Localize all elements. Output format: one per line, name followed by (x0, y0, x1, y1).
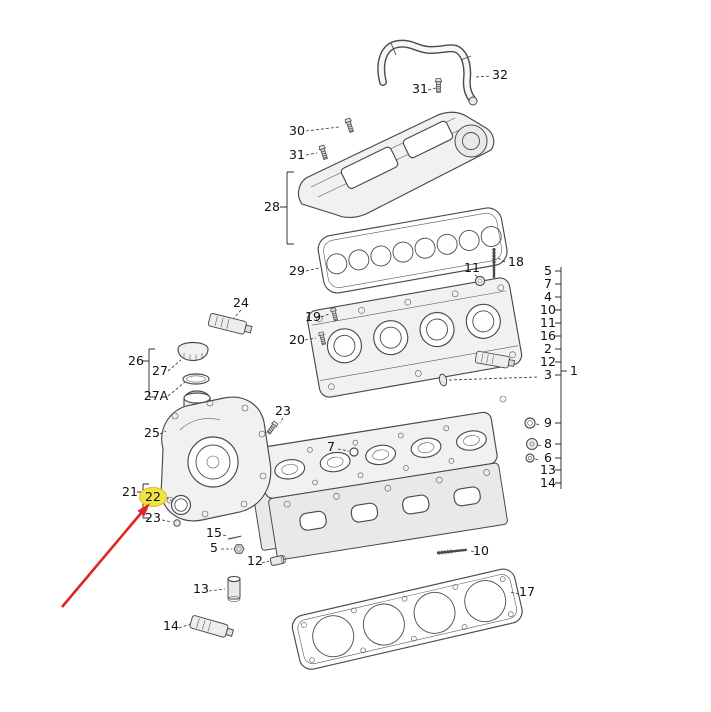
breather-hose (377, 39, 478, 106)
part-label-9[interactable]: 9 (544, 415, 552, 430)
part-label-13b[interactable]: 13 (193, 581, 209, 596)
cap-8-icon (526, 438, 538, 450)
cap-seal-27A (182, 373, 210, 385)
part-label-29[interactable]: 29 (289, 263, 305, 278)
part-label-31-top[interactable]: 31 (412, 81, 428, 96)
dowel-sleeve-icon (349, 447, 359, 457)
brackets (137, 171, 567, 519)
part-label-16[interactable]: 16 (540, 328, 556, 343)
part-label-18[interactable]: 18 (508, 254, 524, 269)
cylinder-head (248, 411, 508, 561)
part-label-14r[interactable]: 14 (540, 475, 556, 490)
part-label-21[interactable]: 21 (122, 484, 138, 499)
leader-lines (159, 75, 543, 629)
part-label-27A[interactable]: 27A (144, 388, 169, 403)
sealant-tube-24 (207, 312, 254, 337)
pointer-arrow (61, 503, 150, 608)
part-label-11-top[interactable]: 11 (464, 260, 480, 275)
valve-cover-gasket (317, 207, 508, 294)
part-label-22-highlighted[interactable]: 22 (145, 489, 161, 504)
ring-6-icon (525, 453, 535, 463)
part-label-12b[interactable]: 12 (247, 553, 263, 568)
part-label-13r[interactable]: 13 (540, 462, 556, 477)
highlight-part-22[interactable] (139, 487, 167, 507)
camshaft-carrier (307, 277, 523, 398)
stud-15 (227, 534, 242, 541)
part-label-5b[interactable]: 5 (210, 540, 218, 555)
bolt-23-upper (265, 420, 279, 436)
part-label-30[interactable]: 30 (289, 123, 305, 138)
oil-filler-cap (177, 341, 209, 362)
washer-11 (474, 275, 486, 287)
part-label-23-lower[interactable]: 23 (145, 510, 161, 525)
part-label-8[interactable]: 8 (544, 436, 552, 451)
valve-cover (297, 111, 495, 219)
part-label-24[interactable]: 24 (233, 295, 249, 310)
nut-5 (233, 544, 245, 554)
part-label-23-upper[interactable]: 23 (275, 403, 291, 418)
pin-13 (227, 575, 241, 602)
plug-23-lower (173, 519, 181, 527)
stud-10 (435, 546, 469, 557)
timing-cover (160, 396, 272, 522)
part-label-25[interactable]: 25 (144, 425, 160, 440)
part-label-31b[interactable]: 31 (289, 147, 305, 162)
part-label-7r[interactable]: 7 (544, 276, 552, 291)
part-label-5[interactable]: 5 (544, 263, 552, 278)
part-label-10b[interactable]: 10 (473, 543, 489, 558)
sealant-tube-14 (188, 614, 235, 640)
part-label-15[interactable]: 15 (206, 525, 222, 540)
bolt-30 (344, 117, 355, 134)
part-label-14b[interactable]: 14 (163, 618, 179, 633)
head-gasket (291, 568, 523, 670)
part-label-4[interactable]: 4 (544, 289, 552, 304)
part-label-26[interactable]: 26 (128, 353, 144, 368)
bolt-31-top (434, 78, 443, 93)
part-label-11r[interactable]: 11 (540, 315, 556, 330)
part-label-3[interactable]: 3 (544, 367, 552, 382)
part-label-28[interactable]: 28 (264, 199, 280, 214)
part-label-10r[interactable]: 10 (540, 302, 556, 317)
dowel-icon (499, 395, 507, 403)
part-label-12r[interactable]: 12 (540, 354, 556, 369)
dowel-12 (269, 554, 287, 566)
part-label-19[interactable]: 19 (305, 309, 321, 324)
part-label-7[interactable]: 7 (327, 439, 335, 454)
cover-seal-22 (170, 494, 192, 516)
part-label-27[interactable]: 27 (152, 363, 168, 378)
bolt-31b (318, 144, 329, 161)
seal-ring-9-icon (524, 417, 536, 429)
part-label-6[interactable]: 6 (544, 450, 552, 465)
part-label-2[interactable]: 2 (544, 341, 552, 356)
part-label-1[interactable]: 1 (570, 363, 578, 378)
part-label-20[interactable]: 20 (289, 332, 305, 347)
cam-plug (438, 373, 448, 387)
part-label-17[interactable]: 17 (519, 584, 535, 599)
part-label-32[interactable]: 32 (492, 67, 508, 82)
